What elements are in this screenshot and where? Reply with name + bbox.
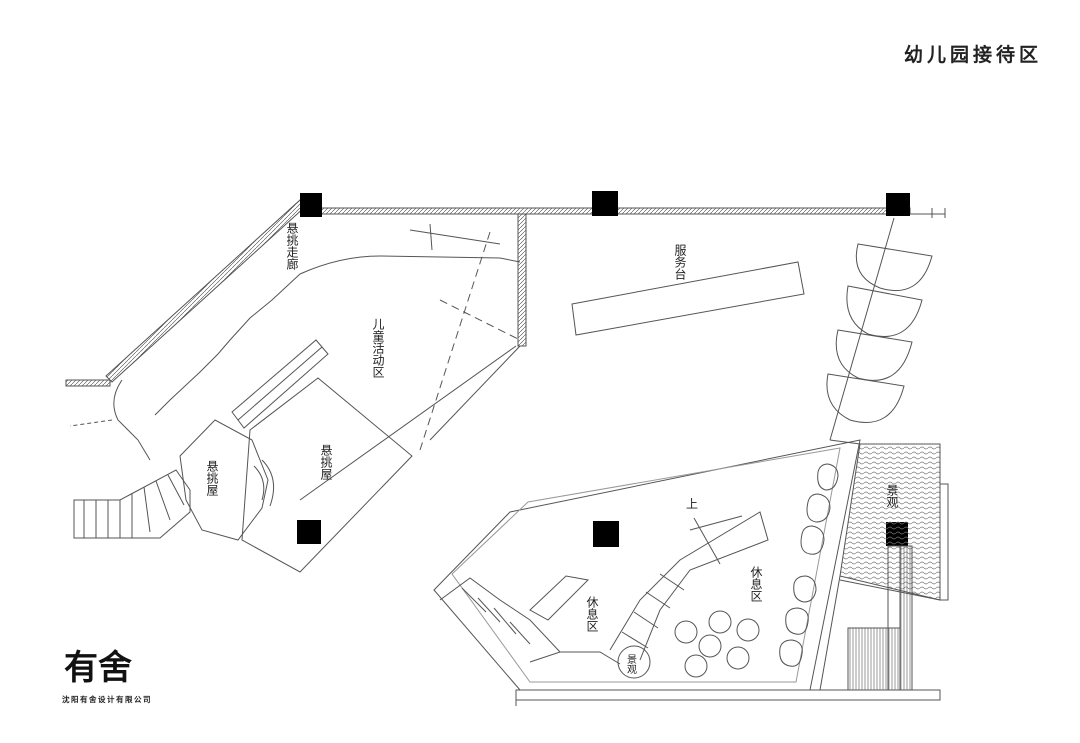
stairs — [73, 469, 191, 539]
company-name: 沈阳有舍设计有限公司 — [62, 695, 152, 704]
column — [592, 191, 618, 216]
landscape-block — [829, 439, 949, 601]
activity-area-outline — [69, 223, 521, 501]
lower-right-block — [819, 545, 913, 691]
column — [593, 521, 619, 547]
curved-glass-seats — [826, 217, 933, 441]
company-logo: 有舍 — [64, 648, 132, 687]
room-label-landscape-2: 景观 — [625, 654, 637, 675]
room-label-landscape-1: 景观 — [885, 484, 899, 508]
room-label-hang-room-2: 悬挑屋 — [205, 460, 219, 497]
ramp — [231, 339, 329, 429]
page-title: 幼儿园接待区 — [903, 44, 1042, 66]
chairs — [617, 463, 839, 679]
column — [297, 520, 321, 544]
service-desk — [571, 261, 805, 336]
room-label-service-desk: 服务台 — [673, 244, 687, 280]
room-label-hang-room-1: 悬挑屋 — [319, 444, 333, 481]
column — [886, 193, 910, 216]
room-label-rest-area-2: 休息区 — [585, 596, 599, 632]
exterior-wall — [65, 199, 946, 387]
stairs-up-label: 上 — [686, 497, 698, 511]
room-label-kids-activity: 儿童活动区 — [371, 318, 385, 378]
hang-room-small — [179, 419, 269, 541]
logo-text: 有舍 — [64, 648, 132, 687]
room-label-corridor: 悬挑走廊 — [285, 222, 299, 271]
column — [300, 193, 322, 217]
hang-room-main — [241, 377, 413, 573]
rest-area-outline — [433, 439, 941, 706]
room-label-rest-area-1: 休息区 — [749, 566, 763, 602]
